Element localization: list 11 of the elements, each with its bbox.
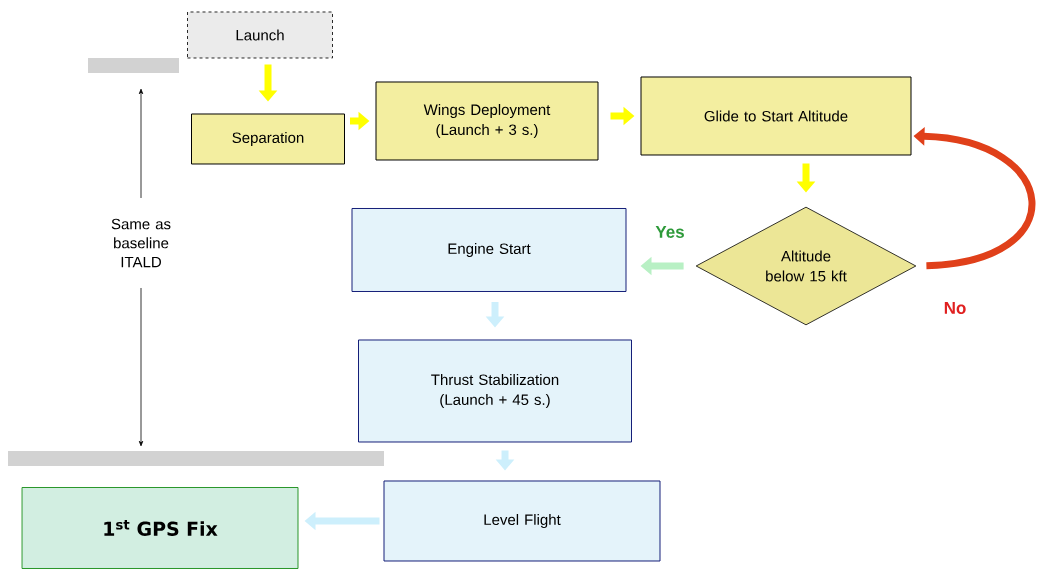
process-box: Wings Deployment (Launch + 3 s.) [375,81,599,161]
process-box: Separation [191,113,345,165]
process-box: Level Flight [383,480,661,562]
edge-label: Yes [654,225,686,239]
annotation-text: Same as baseline ITALD [111,218,171,268]
process-box: 1$^{st}$ GPS Fix [21,487,299,569]
process-box: Thrust Stabilization (Launch + 45 s.) [358,339,632,443]
edge-label: No [942,301,968,315]
process-box: Launch [187,11,333,59]
process-box: Engine Start [351,208,627,292]
process-box: Glide to Start Altitude [640,76,912,156]
